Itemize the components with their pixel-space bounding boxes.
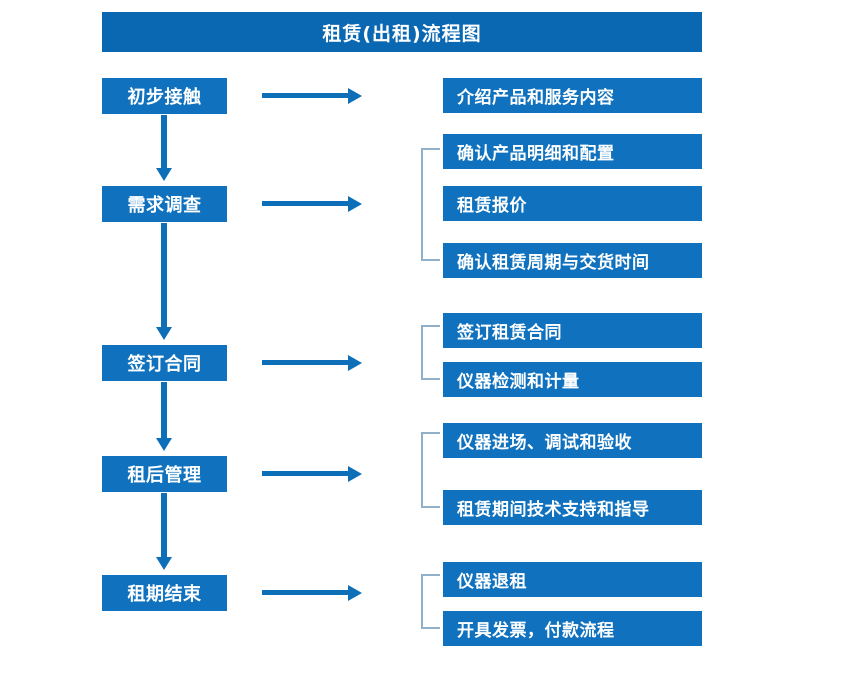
right-arrow-1: [262, 85, 362, 107]
detail-box-8[interactable]: 租赁期间技术支持和指导: [443, 490, 702, 525]
group-bracket-4: [421, 574, 440, 629]
arrow-shaft: [262, 590, 350, 595]
right-arrow-2: [262, 193, 362, 215]
detail-box-5[interactable]: 签订租赁合同: [443, 313, 702, 348]
arrow-head: [348, 585, 362, 601]
detail-box-3[interactable]: 租赁报价: [443, 186, 702, 221]
arrow-head: [156, 327, 172, 340]
arrow-shaft: [161, 115, 167, 168]
group-bracket-1: [421, 148, 440, 261]
down-arrow-1: [153, 115, 175, 181]
stage-box-4[interactable]: 租后管理: [102, 456, 227, 492]
arrow-shaft: [161, 223, 167, 327]
arrow-shaft: [262, 471, 350, 476]
arrow-shaft: [161, 493, 167, 557]
arrow-shaft: [262, 93, 350, 98]
arrow-shaft: [262, 360, 350, 365]
group-bracket-3: [421, 432, 440, 508]
arrow-head: [348, 196, 362, 212]
stage-box-5[interactable]: 租期结束: [102, 575, 227, 611]
right-arrow-5: [262, 582, 362, 604]
arrow-head: [348, 466, 362, 482]
detail-box-4[interactable]: 确认租赁周期与交货时间: [443, 243, 702, 278]
stage-box-2[interactable]: 需求调查: [102, 186, 227, 222]
arrow-shaft: [262, 201, 350, 206]
detail-box-7[interactable]: 仪器进场、调试和验收: [443, 423, 702, 458]
arrow-shaft: [161, 382, 167, 438]
down-arrow-2: [153, 223, 175, 340]
arrow-head: [348, 355, 362, 371]
detail-box-10[interactable]: 开具发票，付款流程: [443, 611, 702, 646]
arrow-head: [156, 438, 172, 451]
chart-title: 租赁(出租)流程图: [102, 12, 702, 52]
arrow-head: [156, 168, 172, 181]
right-arrow-3: [262, 352, 362, 374]
detail-box-6[interactable]: 仪器检测和计量: [443, 362, 702, 397]
stage-box-3[interactable]: 签订合同: [102, 345, 227, 381]
detail-box-1[interactable]: 介绍产品和服务内容: [443, 78, 702, 113]
right-arrow-4: [262, 463, 362, 485]
arrow-head: [348, 88, 362, 104]
detail-box-9[interactable]: 仪器退租: [443, 562, 702, 597]
arrow-head: [156, 557, 172, 570]
down-arrow-3: [153, 382, 175, 451]
down-arrow-4: [153, 493, 175, 570]
stage-box-1[interactable]: 初步接触: [102, 78, 227, 114]
group-bracket-2: [421, 325, 440, 380]
detail-box-2[interactable]: 确认产品明细和配置: [443, 134, 702, 169]
